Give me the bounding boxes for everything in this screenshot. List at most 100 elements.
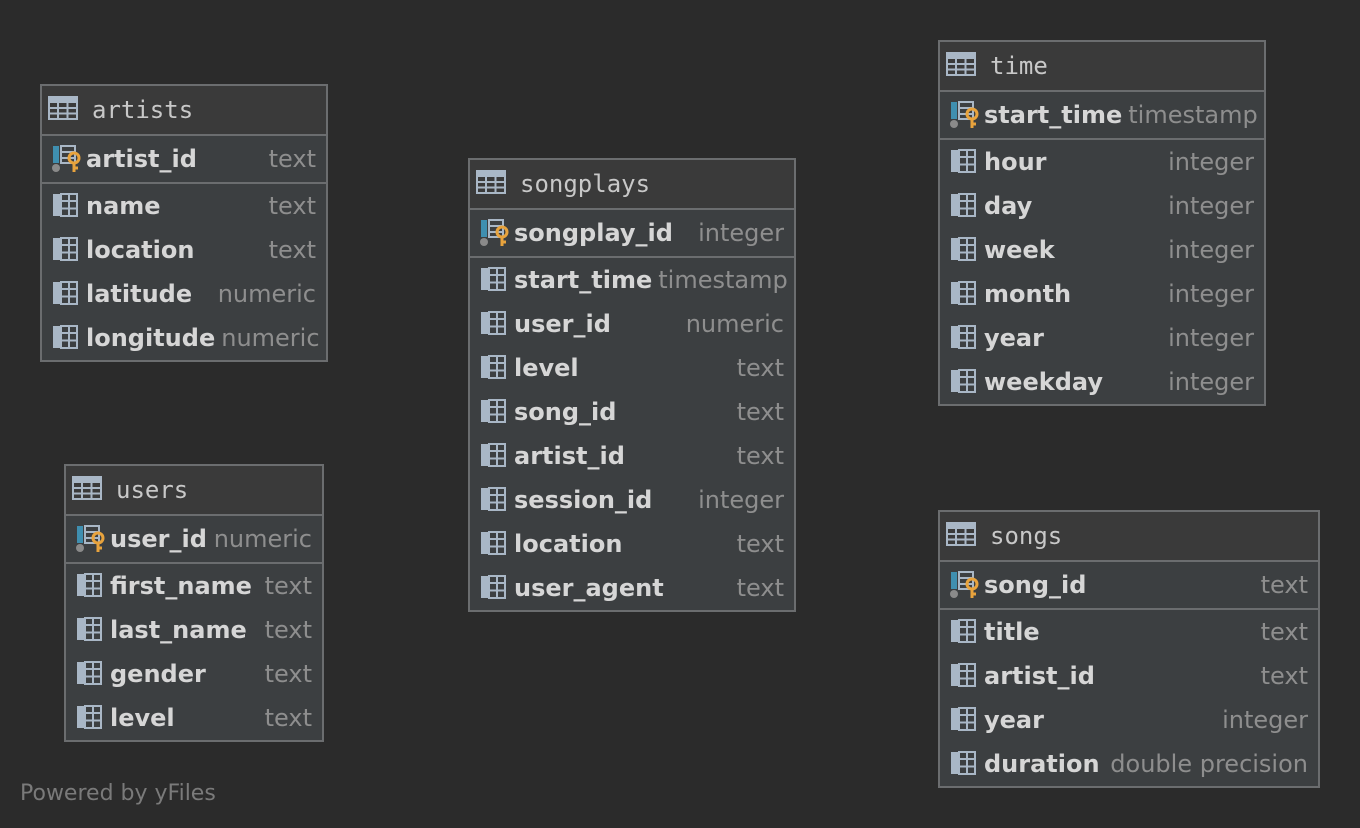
- column-icon: [948, 662, 980, 690]
- column-row[interactable]: weekday integer: [940, 360, 1264, 404]
- column-icon: [478, 486, 510, 514]
- table-songplays[interactable]: songplays songplay_id integer start_time…: [468, 158, 796, 612]
- column-icon: [948, 192, 980, 220]
- column-type: integer: [1168, 368, 1254, 396]
- primary-key-row[interactable]: artist_id text: [42, 136, 326, 182]
- column-type: text: [264, 660, 312, 688]
- table-header[interactable]: artists: [42, 86, 326, 136]
- column-type: text: [736, 530, 784, 558]
- column-type: numeric: [685, 310, 784, 338]
- column-name: song_id: [514, 398, 617, 426]
- column-name: start_time: [514, 266, 653, 294]
- column-type: integer: [1168, 236, 1254, 264]
- column-name: day: [984, 192, 1033, 220]
- column-name: user_agent: [514, 574, 664, 602]
- column-name: level: [514, 354, 579, 382]
- column-type: integer: [698, 486, 784, 514]
- column-name: gender: [110, 660, 206, 688]
- primary-key-row[interactable]: songplay_id integer: [470, 210, 794, 256]
- column-row[interactable]: session_id integer: [470, 478, 794, 522]
- column-type: numeric: [213, 525, 312, 553]
- column-icon: [478, 310, 510, 338]
- column-name: duration: [984, 750, 1100, 778]
- primary-key-icon: [50, 145, 82, 173]
- column-name: weekday: [984, 368, 1103, 396]
- column-type: text: [1260, 571, 1308, 599]
- column-icon: [948, 706, 980, 734]
- primary-key-row[interactable]: song_id text: [940, 562, 1318, 608]
- column-row[interactable]: artist_id text: [940, 654, 1318, 698]
- column-icon: [74, 616, 106, 644]
- primary-key-icon: [74, 525, 106, 553]
- column-row[interactable]: level text: [470, 346, 794, 390]
- column-type: text: [264, 616, 312, 644]
- primary-key-row[interactable]: start_time timestamp: [940, 92, 1264, 138]
- table-icon: [946, 52, 978, 80]
- column-name: session_id: [514, 486, 653, 514]
- column-icon: [478, 354, 510, 382]
- column-type: numeric: [217, 280, 316, 308]
- column-row[interactable]: user_id numeric: [470, 302, 794, 346]
- table-title: artists: [92, 96, 194, 124]
- primary-key-row[interactable]: user_id numeric: [66, 516, 322, 562]
- table-header[interactable]: songplays: [470, 160, 794, 210]
- column-name: artist_id: [86, 145, 197, 173]
- column-type: integer: [1168, 324, 1254, 352]
- column-type: integer: [698, 219, 784, 247]
- column-type: numeric: [221, 324, 320, 352]
- table-icon: [72, 476, 104, 504]
- table-title: users: [116, 476, 189, 504]
- column-name: longitude: [86, 324, 216, 352]
- column-type: text: [736, 442, 784, 470]
- table-header[interactable]: songs: [940, 512, 1318, 562]
- column-icon: [478, 574, 510, 602]
- column-icon: [948, 148, 980, 176]
- column-type: text: [1260, 662, 1308, 690]
- column-row[interactable]: month integer: [940, 272, 1264, 316]
- column-type: text: [736, 574, 784, 602]
- column-row[interactable]: gender text: [66, 652, 322, 696]
- column-name: month: [984, 280, 1072, 308]
- column-name: user_id: [514, 310, 611, 338]
- column-icon: [50, 236, 82, 264]
- table-icon: [946, 522, 978, 550]
- column-name: songplay_id: [514, 219, 673, 247]
- primary-key-icon: [948, 101, 980, 129]
- table-header[interactable]: time: [940, 42, 1264, 92]
- column-type: text: [736, 354, 784, 382]
- column-row[interactable]: user_agent text: [470, 566, 794, 610]
- column-type: text: [268, 145, 316, 173]
- column-icon: [478, 442, 510, 470]
- column-name: user_id: [110, 525, 207, 553]
- column-name: level: [110, 704, 175, 732]
- column-type: integer: [1168, 280, 1254, 308]
- column-icon: [50, 280, 82, 308]
- table-title: songplays: [520, 170, 651, 198]
- table-header[interactable]: users: [66, 466, 322, 516]
- column-name: song_id: [984, 571, 1087, 599]
- column-type: text: [268, 236, 316, 264]
- column-name: artist_id: [984, 662, 1095, 690]
